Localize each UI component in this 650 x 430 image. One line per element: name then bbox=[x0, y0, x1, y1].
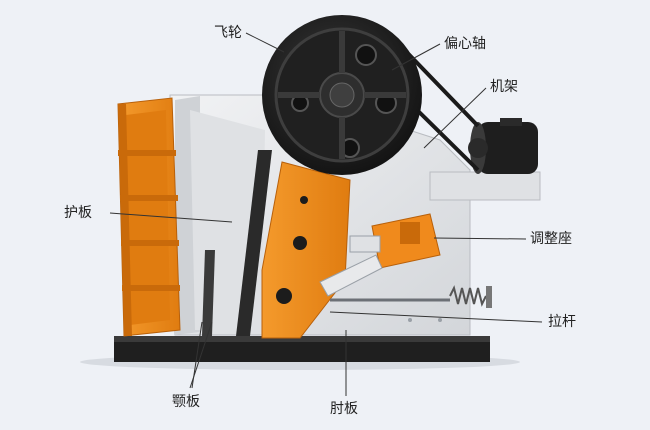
swing-jaw-hole-2 bbox=[276, 288, 292, 304]
label-jaw-plate: 颚板 bbox=[172, 394, 200, 410]
spring bbox=[449, 285, 487, 307]
base-plate bbox=[114, 340, 490, 362]
eccentric-shaft-hub bbox=[329, 82, 355, 108]
label-toggle-plate: 肘板 bbox=[330, 401, 358, 417]
movable-jaw-plate-shape bbox=[202, 250, 215, 336]
label-frame: 机架 bbox=[490, 79, 518, 95]
adjusting-seat-shape bbox=[349, 213, 441, 269]
label-eccentric-shaft: 偏心轴 bbox=[444, 36, 486, 52]
toggle-plate-shape bbox=[319, 254, 383, 297]
motor bbox=[429, 118, 541, 201]
leader-lines bbox=[109, 32, 543, 396]
label-tie-rod: 拉杆 bbox=[548, 314, 576, 330]
label-adjusting-seat: 调整座 bbox=[530, 231, 572, 247]
swing-jaw-hole-3 bbox=[300, 196, 308, 204]
feed-guard bbox=[117, 97, 181, 337]
spring-end bbox=[486, 286, 492, 308]
swing-jaw-hole-1 bbox=[293, 236, 307, 250]
label-flywheel: 飞轮 bbox=[214, 25, 242, 41]
label-guard-plate: 护板 bbox=[64, 205, 92, 221]
base-plate-top bbox=[114, 336, 490, 342]
fixed-jaw-plate-shape bbox=[236, 150, 272, 336]
